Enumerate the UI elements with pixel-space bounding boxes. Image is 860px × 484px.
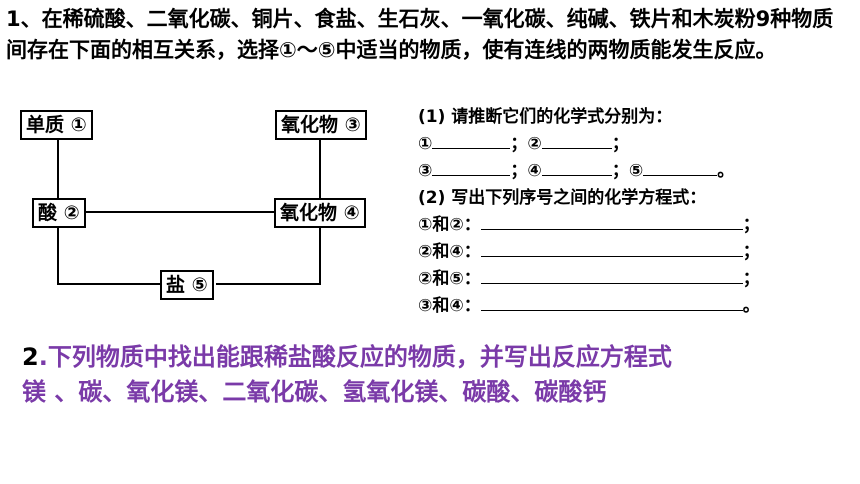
- answer-area: (1) 请推断它们的化学式分别为： ①；②； ③；④；⑤。 (2) 写出下列序号…: [418, 104, 848, 320]
- sep: ；: [742, 269, 760, 289]
- pair-label: ③和④：: [418, 296, 481, 316]
- part-1-line-1: ①；②；: [418, 131, 848, 158]
- line-5-4: [216, 226, 321, 285]
- question-1-text: 1、在稀硫酸、二氧化碳、铜片、食盐、生石灰、一氧化碳、纯碱、铁片和木炭粉9种物质…: [6, 4, 846, 66]
- label-2: ②: [527, 134, 542, 154]
- box-oxide-4: 氧化物 ④: [274, 198, 366, 228]
- question-2-line-1: 2.下列物质中找出能跟稀盐酸反应的物质，并写出反应方程式: [22, 340, 842, 375]
- blank-2[interactable]: [541, 131, 612, 149]
- part-2-row: ②和④： ；: [418, 239, 848, 266]
- equation-blank[interactable]: [480, 266, 743, 284]
- pair-label: ②和⑤：: [418, 269, 481, 289]
- label-4: ④: [527, 161, 542, 181]
- sep: ；: [742, 242, 760, 262]
- part-2-heading: (2) 写出下列序号之间的化学方程式：: [418, 188, 707, 208]
- part-2-row: ③和④： 。: [418, 293, 848, 320]
- box-oxide-3: 氧化物 ③: [275, 110, 367, 140]
- equation-blank[interactable]: [480, 239, 743, 257]
- sep: 。: [717, 161, 735, 181]
- pair-label: ①和②：: [418, 215, 481, 235]
- box-acid-2: 酸 ②: [32, 198, 86, 228]
- sep: ；: [510, 161, 528, 181]
- question-1-count: 9: [755, 7, 771, 31]
- equation-blank[interactable]: [480, 212, 743, 230]
- sep: ；: [510, 134, 528, 154]
- blank-4[interactable]: [541, 158, 612, 176]
- question-2-number: 2: [22, 343, 39, 371]
- sep: ；: [742, 215, 760, 235]
- box-salt-5: 盐 ⑤: [160, 270, 214, 300]
- box-element-1: 单质 ①: [20, 110, 93, 140]
- part-1-heading: (1) 请推断它们的化学式分别为：: [418, 107, 673, 127]
- label-5: ⑤: [628, 161, 644, 181]
- question-1-body-end: 种物质间存在下面的相互关系，选择①～⑤中适当的物质，使有连线的两物质能发生反应。: [6, 7, 834, 62]
- question-2-text: 2.下列物质中找出能跟稀盐酸反应的物质，并写出反应方程式 镁 、碳、氧化镁、二氧…: [22, 340, 842, 410]
- question-1-body: 、在稀硫酸、二氧化碳、铜片、食盐、生石灰、一氧化碳、纯碱、铁片和木炭粉: [20, 7, 756, 31]
- question-2-line-2: 镁 、碳、氧化镁、二氧化碳、氢氧化镁、碳酸、碳酸钙: [22, 378, 607, 406]
- sep: 。: [742, 296, 760, 316]
- blank-3[interactable]: [432, 158, 511, 176]
- line-2-5: [57, 226, 160, 285]
- blank-1[interactable]: [432, 131, 511, 149]
- equation-blank[interactable]: [480, 293, 743, 311]
- sep: ；: [611, 134, 629, 154]
- pair-label: ②和④：: [418, 242, 481, 262]
- blank-5[interactable]: [643, 158, 718, 176]
- label-3: ③: [418, 161, 433, 181]
- label-1: ①: [418, 134, 433, 154]
- part-2-row: ②和⑤： ；: [418, 266, 848, 293]
- sep: ；: [611, 161, 629, 181]
- question-2-prompt: .下列物质中找出能跟稀盐酸反应的物质，并写出反应方程式: [38, 343, 672, 371]
- question-1-number: 1: [6, 7, 21, 31]
- part-1-line-2: ③；④；⑤。: [418, 158, 848, 185]
- part-2-row: ①和②： ；: [418, 212, 848, 239]
